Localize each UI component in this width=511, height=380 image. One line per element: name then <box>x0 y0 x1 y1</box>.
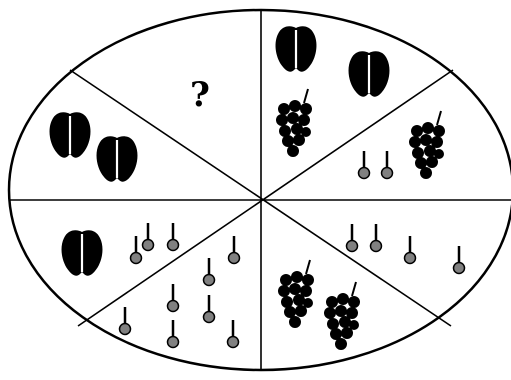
question-mark: ? <box>190 75 210 115</box>
grape-cluster-icon <box>278 260 314 328</box>
sector-dividers <box>9 11 511 370</box>
grape-cluster-icon <box>276 89 312 157</box>
cherry-icon <box>405 236 416 264</box>
apple-icon <box>276 26 317 71</box>
cherry-icon <box>120 307 131 335</box>
apple-icon <box>62 230 103 275</box>
cherry-icon <box>382 151 393 179</box>
grape-cluster-icon <box>324 282 360 350</box>
cherry-icon <box>204 295 215 323</box>
apple-icon <box>349 51 390 96</box>
cherry-icon <box>168 223 179 251</box>
cherry-icon <box>168 320 179 348</box>
cherry-icon <box>454 246 465 274</box>
cherry-icon <box>359 151 370 179</box>
cherry-icon <box>228 320 239 348</box>
cherry-icon <box>143 223 154 251</box>
cherry-icon <box>229 236 240 264</box>
apple-icon <box>97 136 138 181</box>
cherry-icon <box>204 258 215 286</box>
apple-icon <box>50 112 91 157</box>
cherry-icon <box>131 236 142 264</box>
cherry-icon <box>347 224 358 252</box>
cherry-icon <box>371 224 382 252</box>
cherry-icon <box>168 284 179 312</box>
grape-cluster-icon <box>409 111 445 179</box>
